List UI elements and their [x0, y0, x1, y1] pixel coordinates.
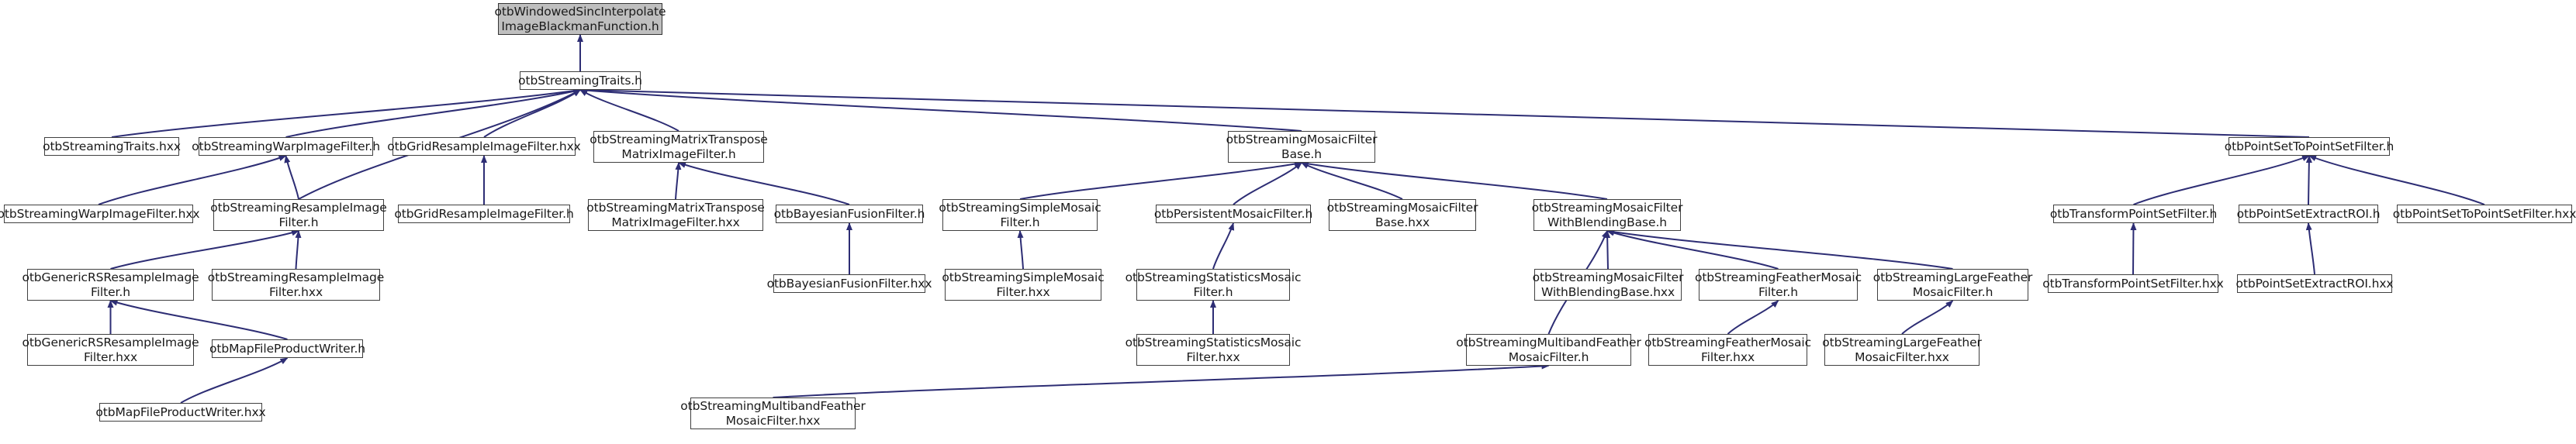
graph-node[interactable]: otbStreamingLargeFeather MosaicFilter.hx… — [1822, 334, 1982, 366]
graph-edge — [579, 87, 2310, 138]
graph-node[interactable]: otbStreamingStatisticsMosaic Filter.h — [1125, 269, 1301, 301]
graph-node[interactable]: otbStreamingFeatherMosaic Filter.hxx — [1644, 334, 1811, 366]
graph-node[interactable]: otbStreamingMatrixTranspose MatrixImageF… — [586, 199, 765, 231]
graph-node[interactable]: otbStreamingMosaicFilter WithBlendingBas… — [1532, 199, 1682, 231]
graph-edge — [579, 89, 679, 132]
graph-edge — [1604, 230, 1611, 270]
graph-edge — [1606, 229, 1953, 270]
graph-edge — [1727, 300, 1779, 335]
graph-node[interactable]: otbPointSetExtractROI.hxx — [2236, 274, 2394, 293]
graph-node[interactable]: otbMapFileProductWriter.hxx — [95, 403, 266, 422]
graph-node[interactable]: otbBayesianFusionFilter.hxx — [767, 274, 932, 293]
graph-node[interactable]: otbGenericRSResampleImage Filter.hxx — [22, 334, 199, 366]
graph-node[interactable]: otbPointSetExtractROI.h — [2237, 205, 2381, 223]
graph-edge — [285, 88, 581, 138]
graph-node[interactable]: otbPointSetToPointSetFilter.hxx — [2393, 205, 2576, 223]
graph-node[interactable]: otbPersistentMosaicFilter.h — [1154, 205, 1312, 223]
graph-node[interactable]: otbStreamingTraits.hxx — [43, 137, 181, 156]
graph-node[interactable]: otbStreamingResampleImage Filter.hxx — [208, 269, 384, 301]
graph-node[interactable]: otbStreamingWarpImageFilter.hxx — [0, 205, 200, 223]
graph-node[interactable]: otbStreamingMultibandFeather MosaicFilte… — [1456, 334, 1641, 366]
graph-node[interactable]: otbStreamingWarpImageFilter.h — [192, 137, 380, 156]
graph-edge — [295, 230, 302, 270]
graph-node[interactable]: otbStreamingMosaicFilter Base.h — [1226, 131, 1377, 163]
graph-edge — [773, 363, 1550, 398]
graph-edge — [1019, 160, 1302, 200]
graph-edge — [1212, 222, 1235, 270]
graph-edge — [180, 357, 289, 404]
graph-edge — [678, 162, 850, 205]
graph-node[interactable]: otbStreamingLargeFeather MosaicFilter.h — [1873, 269, 2032, 301]
graph-edge — [1301, 162, 1403, 200]
graph-node-root[interactable]: otbWindowedSincInterpolate ImageBlackman… — [495, 3, 666, 35]
graph-node[interactable]: otbStreamingFeatherMosaic Filter.h — [1695, 269, 1862, 301]
graph-node[interactable]: otbStreamingTraits.h — [518, 71, 642, 90]
graph-edge — [675, 162, 682, 200]
graph-node[interactable]: otbStreamingStatisticsMosaic Filter.hxx — [1125, 334, 1301, 366]
graph-edge — [579, 87, 1302, 132]
graph-edge — [1301, 160, 1608, 200]
graph-node[interactable]: otbGenericRSResampleImage Filter.h — [22, 269, 199, 301]
graph-edge — [1017, 230, 1024, 270]
graph-node[interactable]: otbStreamingMatrixTranspose MatrixImageF… — [590, 131, 768, 163]
graph-edge — [110, 229, 299, 270]
graph-node[interactable]: otbStreamingResampleImage Filter.h — [210, 199, 387, 231]
graph-node[interactable]: otbStreamingSimpleMosaic Filter.h — [939, 199, 1101, 231]
graph-node[interactable]: otbTransformPointSetFilter.hxx — [2042, 274, 2224, 293]
graph-edge — [98, 155, 287, 205]
graph-node[interactable]: otbTransformPointSetFilter.h — [2050, 205, 2217, 223]
graph-edge — [1233, 162, 1302, 205]
graph-edge — [2130, 222, 2137, 275]
graph-node[interactable]: otbPointSetToPointSetFilter.h — [2225, 137, 2394, 156]
graph-edge — [2133, 155, 2310, 205]
graph-node[interactable]: otbStreamingSimpleMosaic Filter.hxx — [942, 269, 1105, 301]
graph-node[interactable]: otbGridResampleImageFilter.h — [394, 205, 574, 223]
graph-edge — [2305, 222, 2315, 275]
graph-edge — [1606, 229, 1779, 270]
graph-node[interactable]: otbStreamingMosaicFilter WithBlendingBas… — [1533, 269, 1683, 301]
graph-node[interactable]: otbMapFileProductWriter.h — [209, 339, 365, 358]
graph-edge — [111, 88, 581, 138]
graph-edge — [483, 89, 581, 138]
graph-edge — [2305, 155, 2312, 205]
graph-node[interactable]: otbBayesianFusionFilter.h — [774, 205, 925, 223]
graph-edge — [1901, 300, 1954, 335]
graph-edge — [284, 155, 299, 200]
graph-edge — [2308, 155, 2485, 205]
graph-node[interactable]: otbGridResampleImageFilter.hxx — [387, 137, 581, 156]
graph-node[interactable]: otbStreamingMosaicFilter Base.hxx — [1327, 199, 1478, 231]
graph-node[interactable]: otbStreamingMultibandFeather MosaicFilte… — [680, 398, 866, 429]
